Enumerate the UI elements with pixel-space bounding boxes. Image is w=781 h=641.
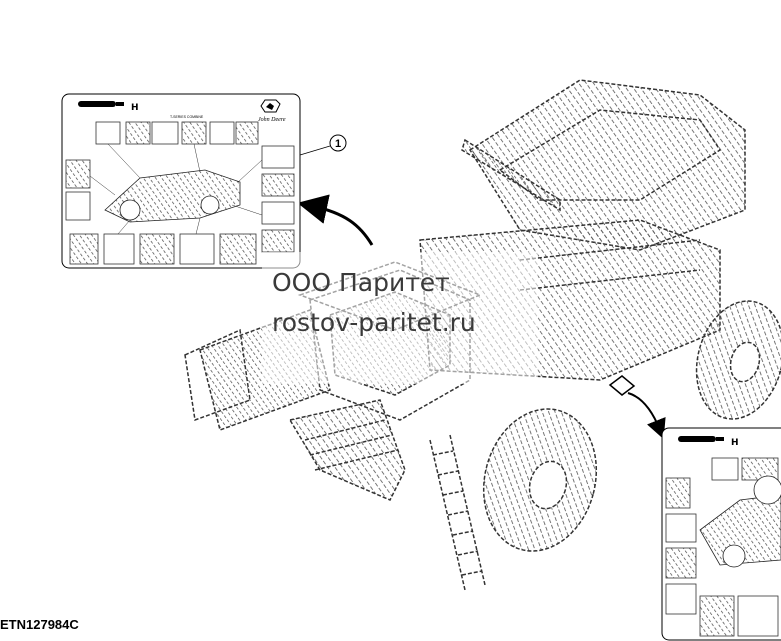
decal-brand: John Deere <box>258 117 286 123</box>
front-platform <box>288 399 406 501</box>
decal-sheet-lower: H <box>661 427 781 641</box>
arrow-to-lower-decal <box>627 392 666 440</box>
cylinder-icon-lower <box>678 436 716 442</box>
cylinder-icon <box>78 101 116 107</box>
watermark-company: ООО Паритет <box>272 268 450 297</box>
figure-code: ETN127984C <box>0 617 79 632</box>
arrow-to-upper-decal <box>297 194 374 246</box>
access-ladder <box>429 434 486 591</box>
h-icon: H <box>131 103 139 113</box>
unloading-auger <box>461 138 561 212</box>
h-icon-lower: H <box>731 438 739 448</box>
watermark-website: rostov-paritet.ru <box>272 308 476 337</box>
decal-sheet-upper: H John Deere T-SERIES COMBINE <box>61 93 301 269</box>
callout-badge: 1 <box>299 134 347 156</box>
watermark-box <box>262 252 538 384</box>
front-wheel <box>482 408 598 552</box>
header <box>184 328 251 422</box>
callout-number: 1 <box>335 138 341 150</box>
decal-location-marker <box>608 375 636 396</box>
decal-title: T-SERIES COMBINE <box>170 115 204 119</box>
